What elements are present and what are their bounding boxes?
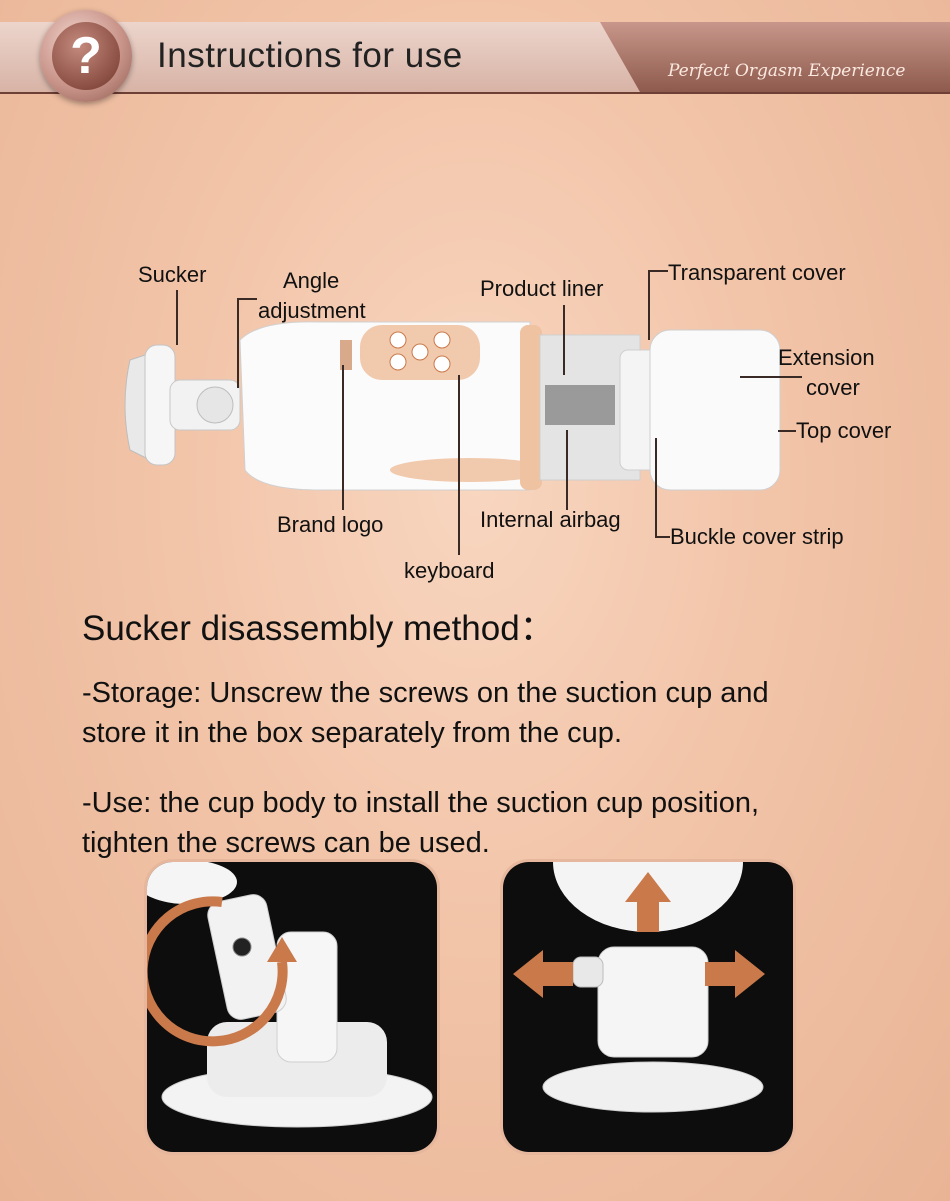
angle-knob (196, 386, 234, 424)
label-sucker: Sucker (138, 262, 207, 287)
photo-install (503, 862, 793, 1152)
photo-unscrew (147, 862, 437, 1152)
leader-angle-v (237, 298, 239, 388)
key-button (411, 343, 429, 361)
help-icon: ? (40, 10, 132, 102)
use-line-1: -Use: the cup body to install the suctio… (82, 787, 760, 819)
install-illustration (513, 862, 765, 1113)
leader-buckle-h (655, 536, 670, 538)
leader-angle-h (237, 298, 257, 300)
key-button (389, 353, 407, 371)
label-extension: Extension (778, 345, 875, 370)
key-button (433, 355, 451, 373)
leader-airbag (566, 430, 568, 510)
leader-transparent-h (648, 270, 668, 272)
section-title: Sucker disassembly method： (82, 609, 555, 648)
leader-extension (740, 376, 802, 378)
brand-mark (340, 340, 352, 370)
label-extension-cover: cover (806, 375, 860, 400)
label-brand-logo: Brand logo (277, 512, 384, 537)
label-top-cover: Top cover (796, 418, 892, 443)
leader-buckle-v (655, 438, 657, 536)
storage-line-2: store it in the box separately from the … (82, 717, 622, 749)
internal-airbag-mesh (545, 385, 615, 425)
label-adjustment: adjustment (258, 298, 366, 323)
key-button (389, 331, 407, 349)
body-accent (390, 458, 550, 482)
label-buckle-cover-strip: Buckle cover strip (670, 524, 844, 549)
leader-keyboard (458, 375, 460, 555)
storage-line-1: -Storage: Unscrew the screws on the suct… (82, 677, 769, 709)
use-line-2: tighten the screws can be used. (82, 827, 490, 859)
question-mark-icon: ? (52, 22, 120, 90)
page-title: Instructions for use (157, 36, 463, 75)
label-keyboard: keyboard (404, 558, 495, 583)
key-button (433, 331, 451, 349)
label-transparent-cover: Transparent cover (668, 260, 846, 285)
liner-ring (520, 325, 542, 490)
label-product-liner: Product liner (480, 276, 604, 301)
leader-top-cover (778, 430, 796, 432)
device-illustration (124, 321, 781, 491)
leader-sucker (176, 290, 178, 345)
slogan: Perfect Orgasm Experience (668, 61, 906, 81)
leader-brand (342, 365, 344, 510)
label-internal-airbag: Internal airbag (480, 507, 621, 532)
leader-liner (563, 305, 565, 375)
extension-cover (649, 329, 781, 491)
label-angle: Angle (283, 268, 340, 293)
leader-transparent-v (648, 270, 650, 340)
unscrew-illustration (147, 862, 433, 1128)
